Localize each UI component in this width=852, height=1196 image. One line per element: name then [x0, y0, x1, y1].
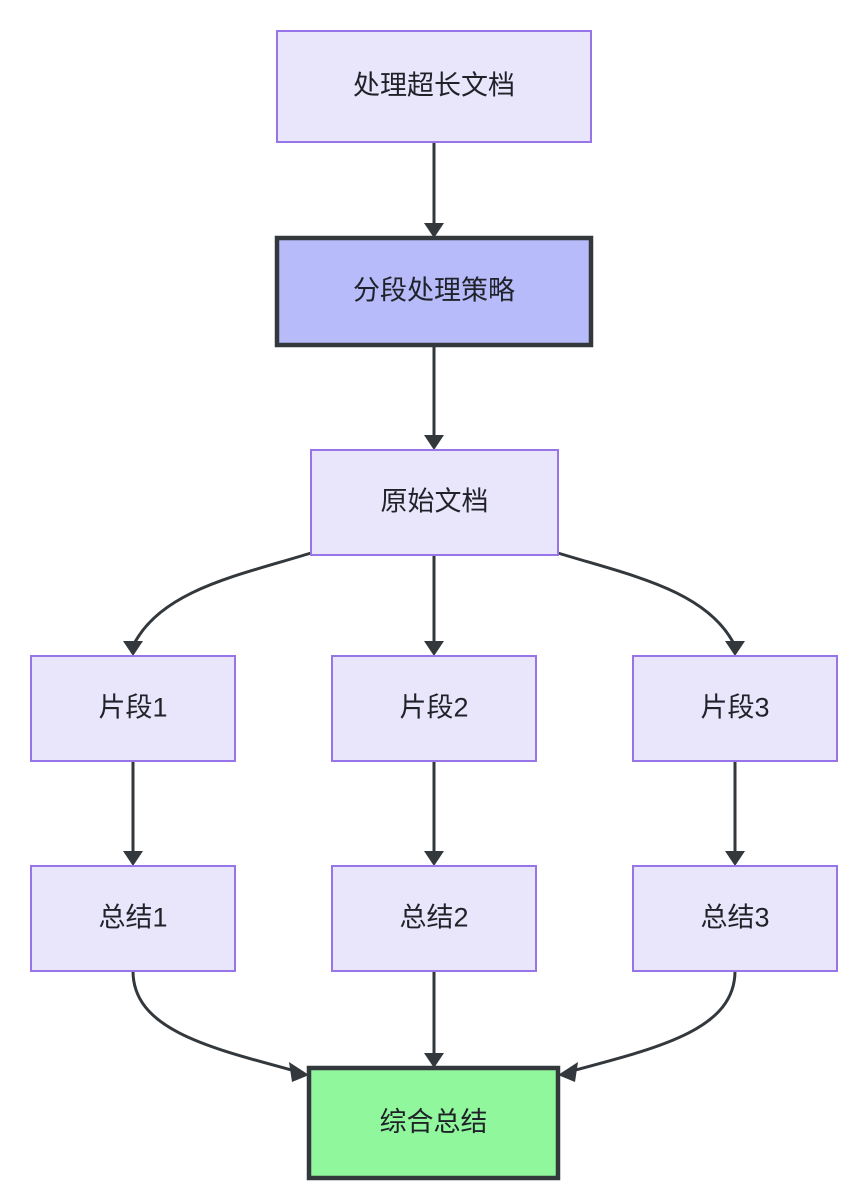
edge-frag3-to-sum3 [725, 761, 745, 866]
node-box-sum2[interactable] [331, 865, 537, 972]
node-label-sum3: 总结3 [700, 903, 769, 933]
node-sum3[interactable]: 总结3 [632, 865, 838, 972]
edge-sum1-to-final [131, 970, 309, 1082]
node-box-frag1[interactable] [30, 655, 236, 762]
node-sum1[interactable]: 总结1 [30, 865, 236, 972]
arrowhead-icon [725, 851, 745, 866]
node-doc[interactable]: 处理超长文档 [276, 30, 592, 143]
node-box-source[interactable] [310, 449, 559, 556]
node-frag3[interactable]: 片段3 [632, 655, 838, 762]
arrowhead-icon [725, 641, 745, 656]
arrowhead-icon [424, 435, 444, 450]
edge-strategy-to-source [424, 345, 444, 450]
node-box-frag3[interactable] [632, 655, 838, 762]
node-label-doc: 处理超长文档 [353, 71, 515, 101]
node-label-final: 综合总结 [380, 1107, 488, 1137]
edge-source-to-frag2 [424, 555, 444, 656]
node-label-sum2: 总结2 [399, 903, 468, 933]
arrowhead-icon [123, 641, 143, 656]
node-box-frag2[interactable] [331, 655, 537, 762]
arrowhead-icon [558, 1062, 578, 1082]
node-final[interactable]: 综合总结 [306, 1065, 561, 1181]
edge-source-to-frag3 [557, 551, 745, 656]
node-box-final[interactable] [306, 1065, 561, 1181]
arrowhead-icon [123, 851, 143, 866]
edge-layer [123, 142, 745, 1082]
node-box-sum3[interactable] [632, 865, 838, 972]
arrowhead-icon [424, 1053, 444, 1068]
node-label-frag3: 片段3 [700, 693, 769, 723]
arrowhead-icon [424, 851, 444, 866]
node-label-source: 原始文档 [381, 487, 489, 517]
node-label-sum1: 总结1 [98, 903, 167, 933]
arrowhead-icon [424, 223, 444, 238]
node-box-doc[interactable] [276, 30, 592, 143]
node-frag2[interactable]: 片段2 [331, 655, 537, 762]
node-source[interactable]: 原始文档 [310, 449, 559, 556]
edge-source-to-frag1 [123, 551, 312, 656]
node-label-strategy: 分段处理策略 [353, 276, 515, 306]
node-label-frag2: 片段2 [399, 693, 468, 723]
node-frag1[interactable]: 片段1 [30, 655, 236, 762]
node-strategy[interactable]: 分段处理策略 [274, 235, 594, 348]
node-sum2[interactable]: 总结2 [331, 865, 537, 972]
node-box-strategy[interactable] [274, 235, 594, 348]
edge-doc-to-strategy [424, 142, 444, 238]
arrowhead-icon [289, 1062, 309, 1082]
edge-frag1-to-sum1 [123, 761, 143, 866]
arrowhead-icon [424, 641, 444, 656]
node-box-sum1[interactable] [30, 865, 236, 972]
node-label-frag1: 片段1 [98, 693, 167, 723]
edge-frag2-to-sum2 [424, 761, 444, 866]
edge-sum2-to-final [424, 971, 444, 1068]
edge-sum3-to-final [558, 970, 737, 1082]
